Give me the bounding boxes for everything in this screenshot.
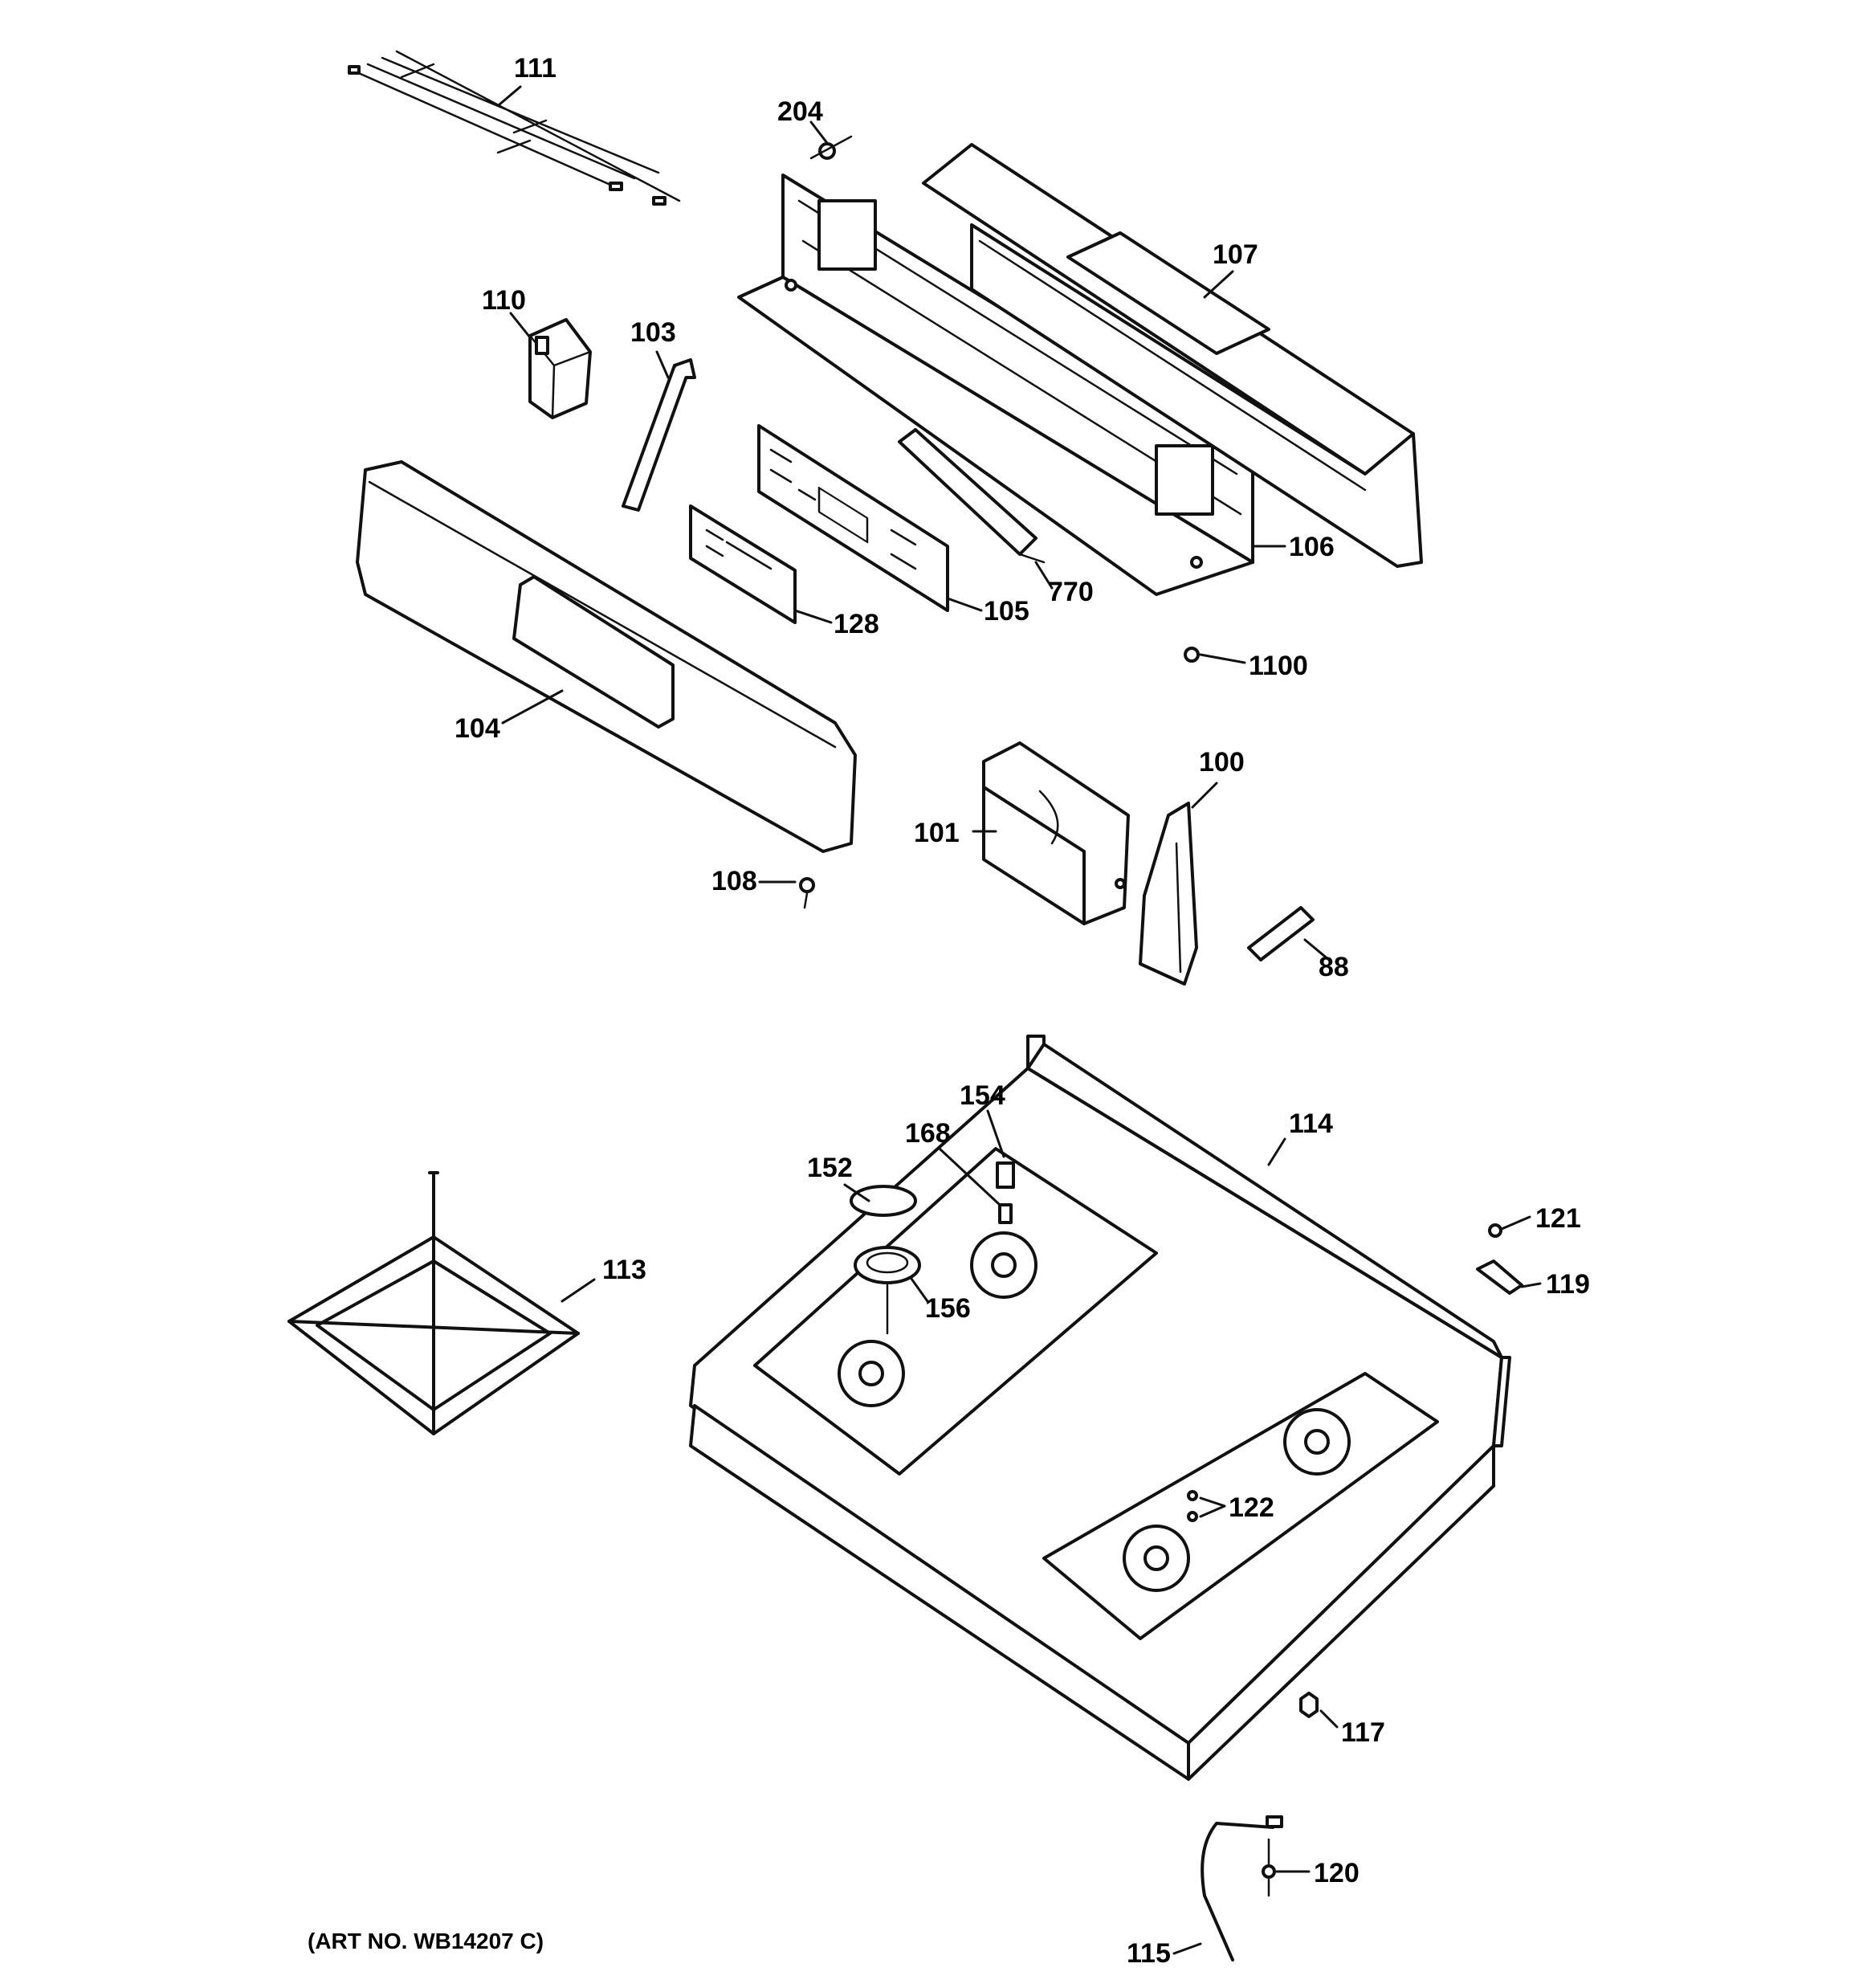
part-110-control-module [528,318,592,419]
part-103-bracket [622,358,696,512]
part-117-nut [1299,1692,1319,1718]
part-128-overlay [689,504,797,624]
label-152: 152 [807,1153,853,1183]
part-120-nut [1262,1838,1276,1897]
part-122-screws [1187,1490,1198,1522]
label-121: 121 [1535,1203,1581,1234]
label-168: 168 [905,1118,951,1149]
label-1100: 1100 [1249,651,1308,681]
part-168-spark-electrode [998,1203,1013,1224]
label-122: 122 [1229,1492,1274,1523]
part-101-cover [982,741,1130,925]
part-107-back-panel [922,143,1423,568]
part-88-clip [1247,906,1315,961]
part-111-wire-harness [348,50,681,206]
part-108-screw [799,877,815,909]
part-204-screw [809,135,853,160]
label-100: 100 [1199,747,1245,778]
label-110: 110 [482,285,526,316]
label-105: 105 [984,596,1029,627]
part-156-burner-head [854,1246,921,1335]
label-106: 106 [1289,532,1335,562]
part-labels: 111 204 107 110 103 106 770 105 128 1100… [455,53,1590,1969]
label-113: 113 [602,1255,646,1285]
label-111: 111 [514,53,556,84]
art-number-caption: (ART NO. WB14207 C) [308,1929,544,1953]
label-204: 204 [777,96,823,127]
label-104: 104 [455,713,500,744]
part-119-hinge [1476,1259,1523,1295]
label-101: 101 [914,818,960,848]
label-107: 107 [1213,239,1258,270]
label-88: 88 [1319,952,1349,982]
part-770-bar [898,428,1046,564]
label-119: 119 [1546,1269,1590,1300]
part-104-control-panel [356,460,857,853]
label-114: 114 [1289,1108,1333,1139]
label-103: 103 [630,317,676,348]
part-152-burner-cap [850,1185,917,1217]
label-770: 770 [1048,577,1094,607]
part-100-side-bracket [1139,802,1198,986]
part-105-control-board [757,424,949,612]
part-113-burner-grate [287,1171,580,1435]
label-128: 128 [834,609,879,639]
label-117: 117 [1341,1717,1385,1748]
part-114-cooktop [689,1035,1511,1781]
label-120: 120 [1314,1858,1360,1888]
label-156: 156 [925,1293,971,1324]
part-1100-screw [1184,647,1200,663]
leader-lines [498,85,1542,1955]
label-115: 115 [1127,1938,1171,1969]
part-121-screw [1488,1223,1502,1238]
label-108: 108 [711,866,757,896]
part-154-ignitor [996,1161,1015,1189]
label-154: 154 [960,1080,1005,1111]
part-115-gas-tube [1201,1815,1283,1961]
